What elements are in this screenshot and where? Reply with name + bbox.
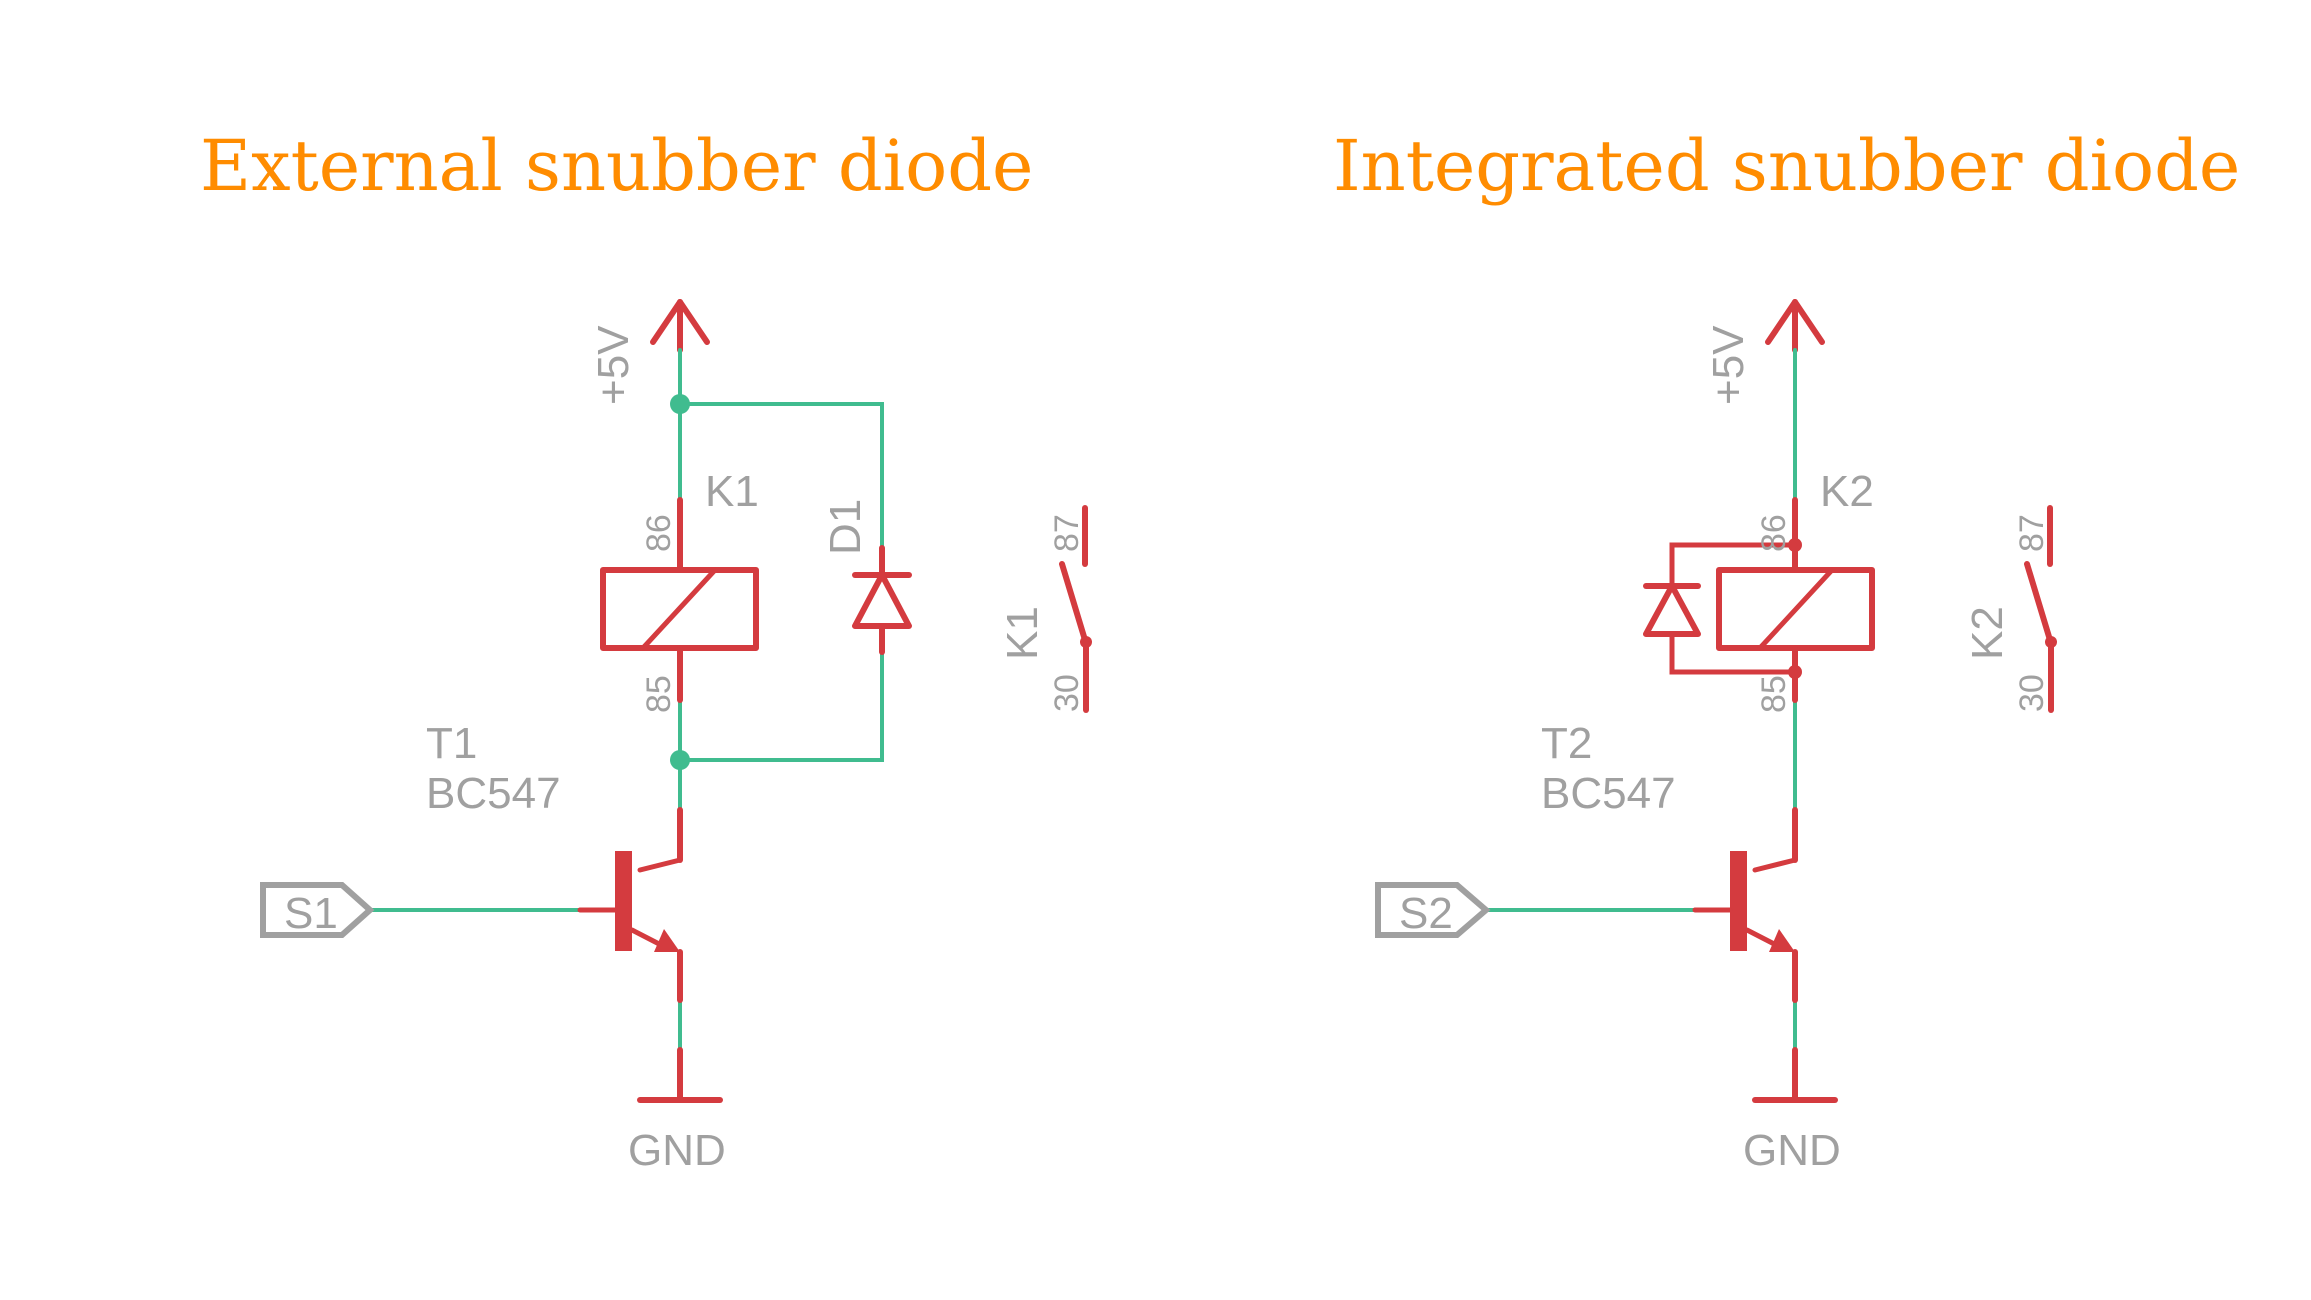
ground-label: GND (628, 1126, 726, 1175)
ground-label: GND (1743, 1126, 1841, 1175)
switch-pin-30: 30 (2013, 674, 2051, 712)
switch-pin-87: 87 (1048, 514, 1086, 552)
transistor-value: BC547 (426, 769, 561, 818)
relay-pin-86: 86 (640, 514, 678, 552)
diode-symbol (852, 545, 912, 655)
right-circuit: +5V K2 86 85 (1375, 299, 2057, 1175)
relay-name: K2 (1820, 467, 1874, 516)
ground-symbol (1752, 1047, 1838, 1103)
junction-dot (670, 750, 690, 770)
left-circuit: +5V K1 86 85 D1 (260, 299, 1092, 1175)
switch-pin-30: 30 (1048, 674, 1086, 712)
relay-switch (1059, 505, 1092, 713)
signal-label: S1 (284, 889, 338, 938)
relay-coil (600, 497, 759, 703)
relay-coil (1669, 497, 1875, 703)
relay-pin-85: 85 (1755, 675, 1793, 713)
signal-port (260, 882, 375, 938)
title-integrated-snubber: Integrated snubber diode (1333, 125, 2240, 207)
relay-pin-86: 86 (1755, 514, 1793, 552)
relay-pin-85: 85 (640, 675, 678, 713)
supply-symbol (650, 299, 710, 353)
switch-pin-87: 87 (2013, 514, 2051, 552)
signal-port (1375, 882, 1491, 938)
npn-transistor (1692, 807, 1798, 1003)
ground-symbol (637, 1047, 723, 1103)
signal-label: S2 (1399, 889, 1453, 938)
transistor-name: T1 (426, 719, 477, 768)
supply-symbol (1765, 299, 1825, 353)
switch-name: K2 (1963, 606, 2012, 660)
junction-dot (670, 394, 690, 414)
title-external-snubber: External snubber diode (200, 125, 1033, 207)
supply-label: +5V (1704, 325, 1753, 405)
npn-transistor (577, 807, 683, 1003)
relay-switch (2024, 505, 2057, 713)
transistor-name: T2 (1541, 719, 1592, 768)
switch-name: K1 (998, 606, 1047, 660)
net-wires (1484, 348, 1797, 1052)
supply-label: +5V (589, 325, 638, 405)
diode-name: D1 (821, 499, 870, 555)
relay-name: K1 (705, 467, 759, 516)
transistor-value: BC547 (1541, 769, 1676, 818)
integrated-diode-symbol (1643, 583, 1701, 637)
